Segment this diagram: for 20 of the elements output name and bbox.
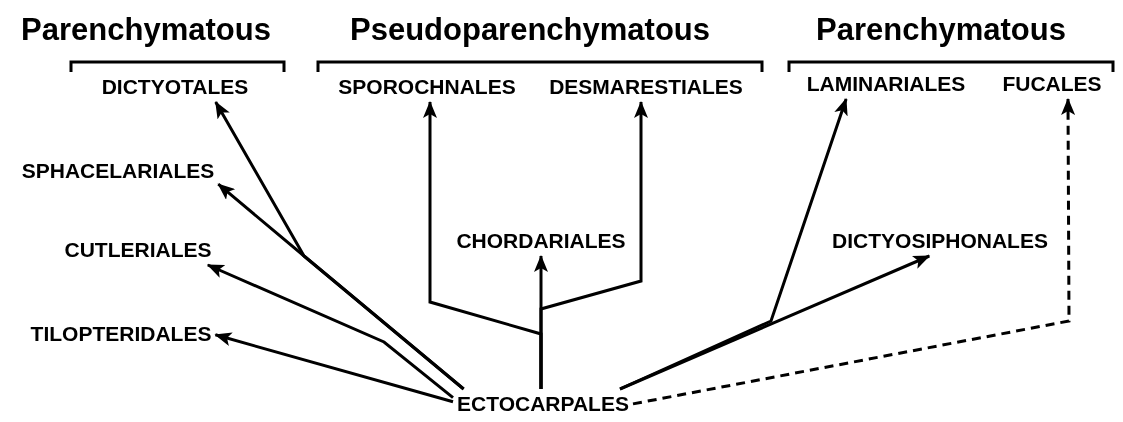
- arrow: [206, 263, 454, 399]
- arrow: [217, 183, 465, 391]
- order-label: ECTOCARPALES: [456, 392, 630, 416]
- order-label: FUCALES: [1001, 72, 1103, 96]
- order-label: CHORDARIALES: [455, 229, 627, 253]
- order-label: SPOROCHNALES: [337, 75, 517, 99]
- arrow: [214, 332, 454, 404]
- order-label: SPHACELARIALES: [20, 159, 216, 183]
- order-label: CUTLERIALES: [63, 238, 213, 262]
- order-label: DESMARESTIALES: [548, 75, 744, 99]
- group-heading: Parenchymatous: [21, 12, 271, 48]
- group-heading: Pseudoparenchymatous: [350, 12, 710, 48]
- order-label: DICTYOTALES: [100, 75, 250, 99]
- order-label: LAMINARIALES: [805, 72, 967, 96]
- group-heading: Parenchymatous: [816, 12, 1066, 48]
- order-label: DICTYOSIPHONALES: [831, 229, 1049, 253]
- arrow: [619, 254, 931, 391]
- arrow: [539, 101, 648, 389]
- arrow: [632, 98, 1076, 406]
- order-label: TILOPTERIDALES: [29, 322, 213, 346]
